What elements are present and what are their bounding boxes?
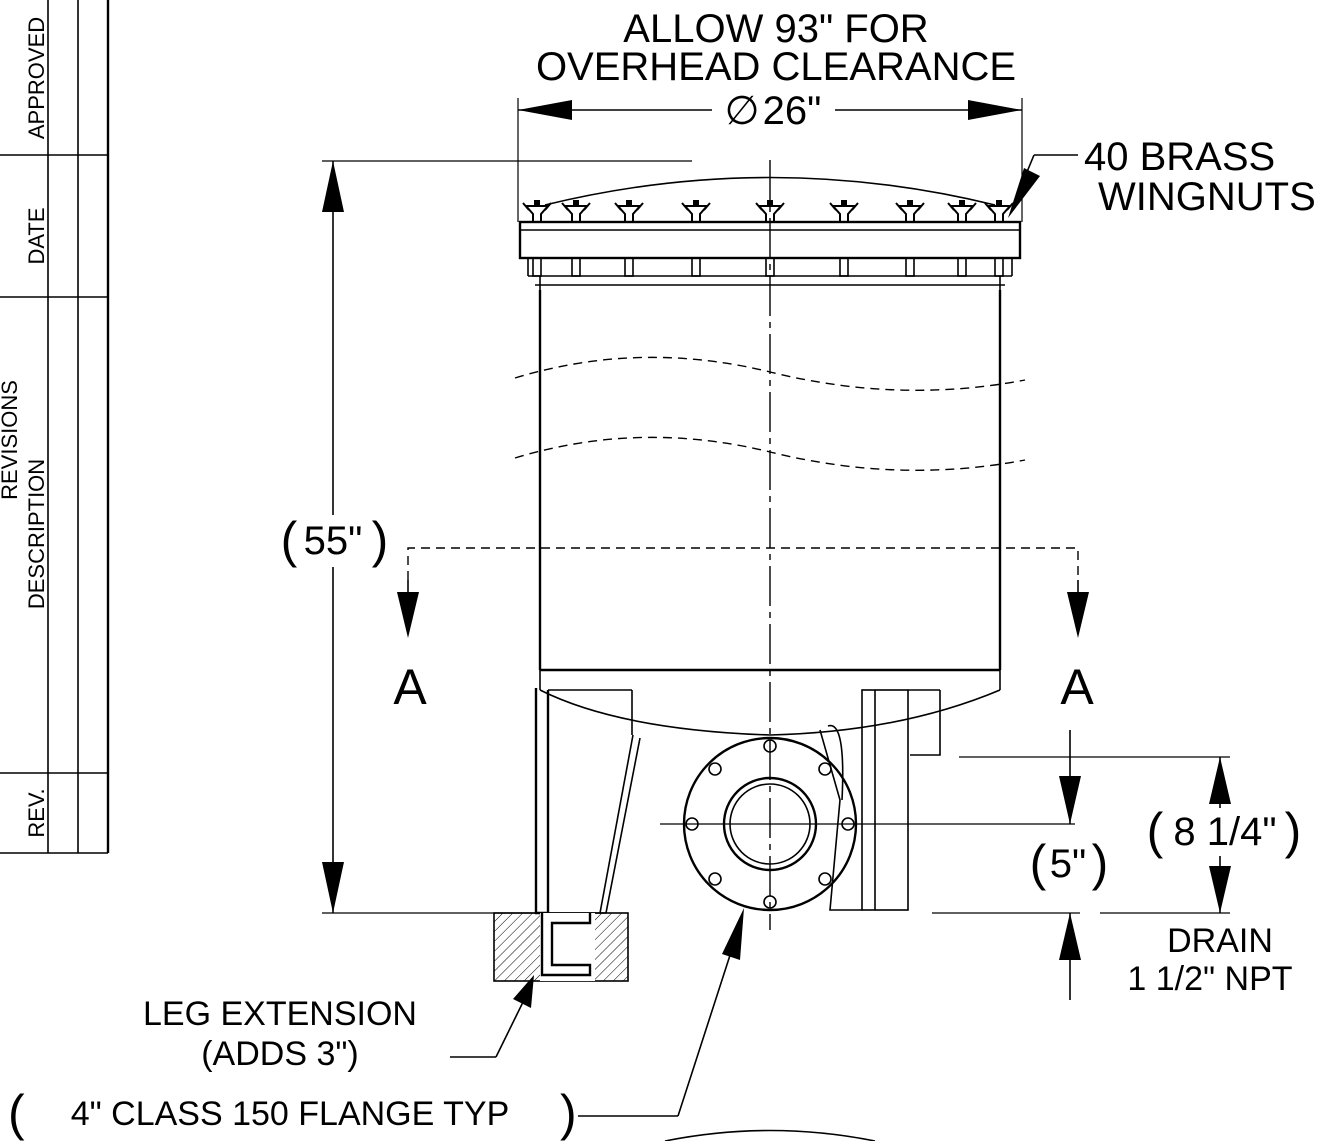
wingnut-stud (573, 200, 579, 206)
wingnut-icon (947, 202, 977, 223)
drain-dimensions: ( 8 1/4" ) ( 5" ) DRAIN 1 1/2" NPT (1030, 730, 1302, 1000)
flange-height-value: 5" (1050, 842, 1086, 886)
header-description: DESCRIPTION (24, 459, 49, 609)
wingnut-icon (829, 202, 859, 223)
header-date: DATE (24, 207, 49, 264)
vessel-base (534, 670, 1230, 915)
wingnut-stud (693, 200, 699, 206)
diameter-value: 26" (763, 89, 822, 133)
svg-text:): ) (1092, 835, 1109, 891)
svg-text:(: ( (281, 512, 298, 568)
diameter-dimension: ALLOW 93" FOR OVERHEAD CLEARANCE ∅ 26" (517, 7, 1023, 222)
diameter-symbol: ∅ (725, 89, 760, 133)
svg-text:(: ( (1030, 835, 1047, 891)
drain-label-line2: 1 1/2" NPT (1127, 960, 1292, 998)
section-label-right: A (1060, 659, 1094, 715)
clamp-bolts (532, 257, 1004, 277)
drain-height-value: 8 1/4" (1173, 810, 1276, 854)
wingnut-stud (907, 200, 913, 206)
wingnut-icon (561, 202, 591, 223)
header-rev: REV. (24, 788, 49, 837)
leg-extension-line1: LEG EXTENSION (143, 995, 417, 1033)
wingnut-stud (959, 200, 965, 206)
overhead-label-line1: ALLOW 93" FOR (623, 7, 928, 51)
svg-text:(: ( (1147, 803, 1164, 859)
header-revisions: REVISIONS (0, 380, 22, 500)
height-dimension: ( 55" ) (280, 160, 692, 914)
flange (660, 736, 1075, 912)
wingnut-stud (841, 200, 847, 206)
leg-extension: LEG EXTENSION (ADDS 3") (143, 912, 629, 1073)
wingnut-icon (895, 202, 925, 223)
flange-callout: ( 4" CLASS 150 FLANGE TYP ) (8, 908, 876, 1141)
flange-label: 4" CLASS 150 FLANGE TYP (71, 1095, 510, 1133)
wingnut-icon (614, 202, 644, 223)
wingnut-stud (996, 200, 1002, 206)
revision-block: APPROVED DATE DESCRIPTION REVISIONS REV. (0, 0, 110, 854)
header-approved: APPROVED (24, 17, 49, 139)
wingnut-icon (681, 202, 711, 223)
wingnuts-label-line2: WINGNUTS (1098, 175, 1316, 219)
svg-text:): ) (372, 512, 389, 568)
svg-text:): ) (1285, 803, 1302, 859)
overhead-label-line2: OVERHEAD CLEARANCE (536, 45, 1016, 89)
section-label-left: A (393, 659, 427, 715)
leg-extension-line2: (ADDS 3") (201, 1035, 359, 1073)
wingnut-stud (534, 200, 540, 206)
wingnut-icon (755, 202, 785, 223)
wingnut-stud (626, 200, 632, 206)
wingnut-icon (984, 202, 1014, 223)
svg-text:): ) (560, 1085, 577, 1141)
svg-text:(: ( (8, 1085, 25, 1141)
wingnuts-callout: 40 BRASS WINGNUTS (1008, 135, 1316, 219)
wingnut-row (522, 200, 1014, 223)
wingnuts-label-line1: 40 BRASS (1084, 135, 1275, 179)
height-value: 55" (304, 519, 363, 563)
drain-label-line1: DRAIN (1167, 922, 1273, 960)
section-cut: A A (393, 547, 1094, 715)
wingnut-stud (767, 200, 773, 206)
wingnut-icon (522, 202, 552, 223)
